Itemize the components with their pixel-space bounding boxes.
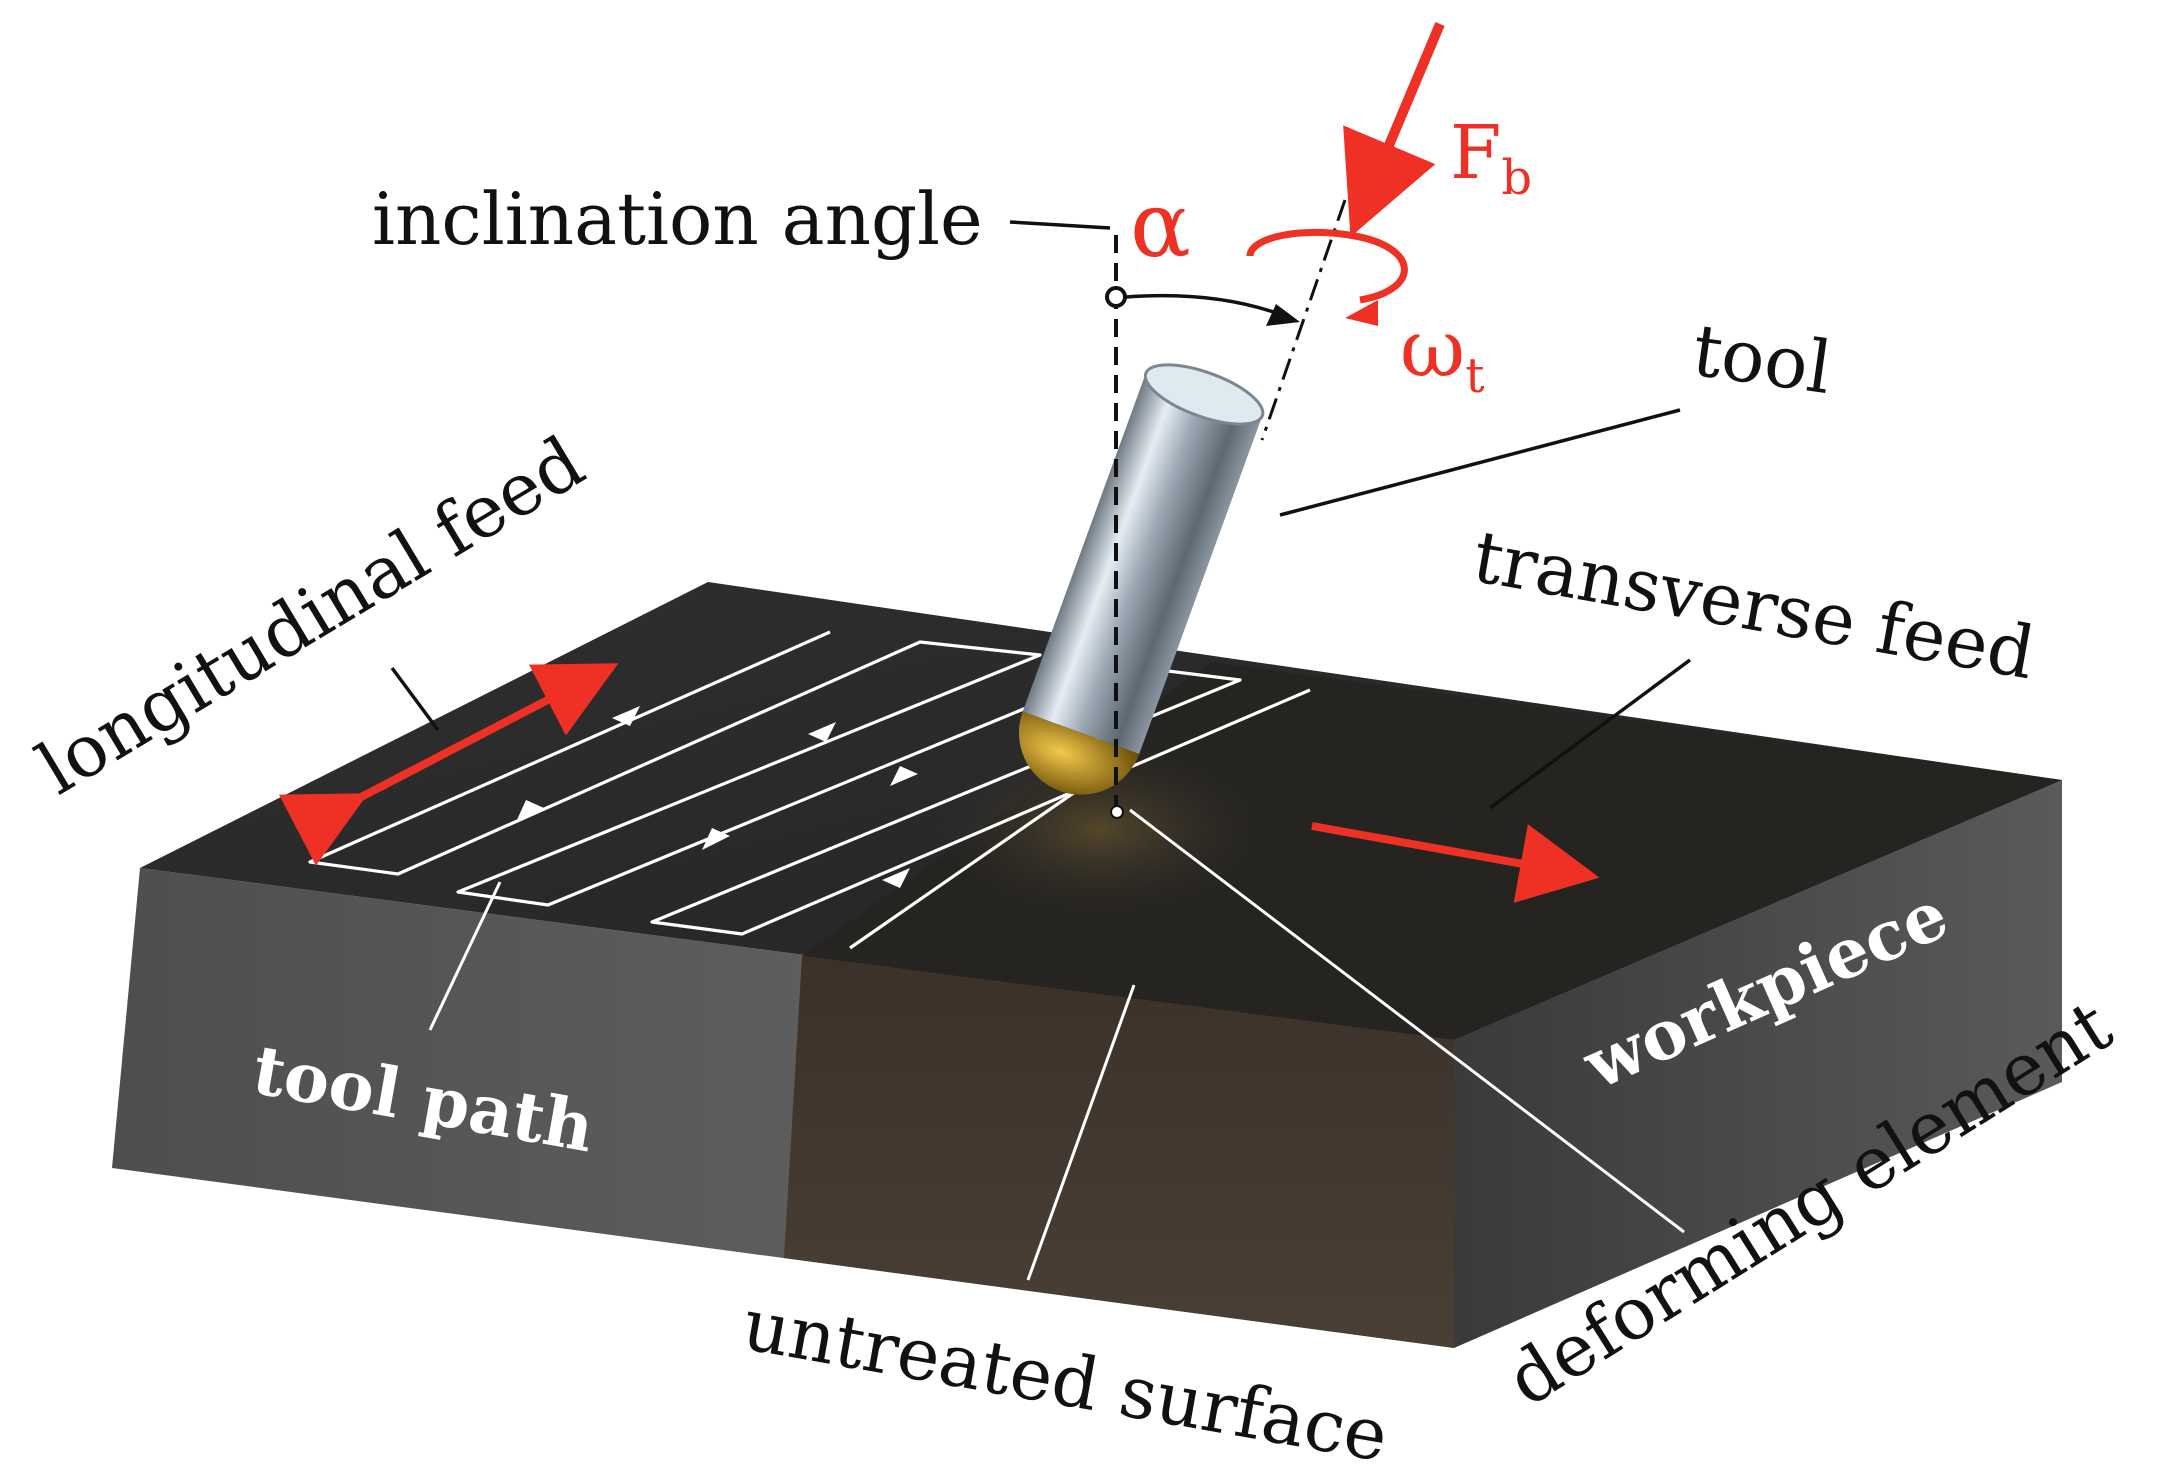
tool — [1018, 363, 1265, 795]
force-label-sub: b — [1501, 150, 1532, 206]
path-arrow-5 — [890, 766, 918, 786]
transverse-feed-arrow — [1311, 822, 1600, 903]
inclination-angle-label: inclination angle — [372, 177, 983, 261]
path-arrow-4 — [702, 828, 730, 850]
tool-path-leader — [428, 881, 502, 1031]
angle-arc — [1125, 293, 1291, 320]
inclination-leader — [1009, 220, 1111, 230]
workpiece-right-face — [1454, 780, 2062, 1348]
rotation-arrow — [1246, 228, 1408, 304]
longitudinal-feed-arrow — [278, 663, 619, 866]
path-arrow-6 — [882, 868, 910, 888]
rotation-arrowhead — [1345, 300, 1378, 326]
tool-axis-line — [1260, 199, 1347, 441]
tool-shank — [1022, 373, 1263, 754]
transverse-leader — [1488, 658, 1692, 810]
longitudinal-leader — [390, 666, 440, 732]
path-arrow-1 — [612, 706, 640, 726]
rotation-label: ωt — [1400, 302, 1485, 404]
contact-point — [1110, 805, 1124, 819]
untreated-front-face — [784, 956, 1454, 1348]
rotation-label-main: ω — [1400, 302, 1465, 395]
tool-top-face — [1143, 363, 1265, 426]
path-arrow-3 — [808, 722, 836, 742]
rotation-label-sub: t — [1465, 348, 1484, 404]
contact-spot — [930, 740, 1270, 920]
force-label-main: F — [1450, 110, 1501, 196]
tool-label: tool — [1688, 308, 1837, 410]
tool-leader — [1279, 408, 1681, 517]
transverse-feed-label: transverse feed — [1467, 514, 2041, 695]
deforming-leader — [1129, 808, 1685, 1234]
force-label: Fb — [1450, 110, 1532, 206]
pivot-circle — [1105, 286, 1127, 308]
angle-arc-arrowhead — [1266, 304, 1300, 326]
untreated-leader — [1026, 984, 1136, 1281]
force-arrow — [1343, 22, 1445, 237]
alpha-symbol: α — [1130, 173, 1191, 278]
tool-tip-ball — [1018, 711, 1140, 795]
